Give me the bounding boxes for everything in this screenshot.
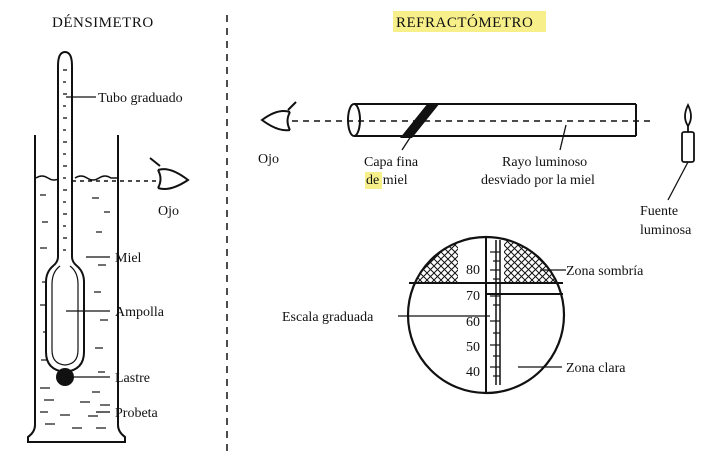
- densimetro-leaders: [66, 96, 110, 413]
- scale-label-50: 50: [466, 340, 480, 355]
- scale-label-80: 80: [466, 263, 480, 278]
- scale-label-70: 70: [466, 289, 480, 304]
- probeta-label: Probeta: [115, 406, 159, 421]
- capa-de-highlight: [365, 172, 382, 189]
- rayo-desviado-label: desviado por la miel: [481, 173, 595, 188]
- scale-backing: [458, 237, 504, 283]
- eye-icon: [260, 101, 297, 132]
- zona-clara-label: Zona clara: [566, 361, 626, 376]
- capa-fina-label: Capa fina: [364, 155, 419, 170]
- eyepiece-view: 80 70 60 50 40: [406, 235, 566, 395]
- scale-label-40: 40: [466, 365, 480, 380]
- miel-label: Miel: [115, 251, 142, 266]
- capa-de-word: de: [366, 173, 379, 188]
- hydrometer-graduations: [63, 69, 67, 251]
- probeta-cylinder: [27, 135, 126, 443]
- eyepiece-leaders: [398, 269, 566, 368]
- honey-surface: [35, 175, 117, 181]
- refractometro-title-highlight: [393, 11, 546, 32]
- hydrometer-inner: [51, 265, 79, 366]
- rayo-luminoso-label: Rayo luminoso: [502, 155, 587, 170]
- refractometro-title: REFRACTÓMETRO: [396, 14, 533, 31]
- honey-layer: [400, 103, 440, 138]
- refractometro-ojo-label: Ojo: [258, 152, 279, 167]
- densimetro-title: DÉNSIMETRO: [52, 14, 154, 31]
- fuente-label: Fuente: [640, 204, 678, 219]
- hydrometer: [45, 50, 85, 374]
- eye-icon: [149, 157, 190, 190]
- refractometro-leaders: [401, 124, 689, 201]
- tubo-graduado-label: Tubo graduado: [98, 91, 183, 106]
- zona-sombria-label: Zona sombría: [566, 264, 644, 279]
- densimetro-ojo-label: Ojo: [158, 204, 179, 219]
- capa-miel-word: miel: [379, 173, 407, 188]
- escala-graduada-label: Escala graduada: [282, 310, 374, 325]
- prism-tube: [347, 103, 637, 137]
- candle-icon: [681, 102, 695, 163]
- lastre-ballast: [56, 368, 74, 386]
- eyepiece-circle: [406, 235, 566, 395]
- capa-de-miel-label: de miel: [366, 173, 408, 188]
- lastre-label: Lastre: [115, 371, 150, 386]
- ampolla-label: Ampolla: [115, 305, 165, 320]
- luminosa-label: luminosa: [640, 223, 692, 238]
- scale-label-60: 60: [466, 315, 480, 330]
- scale-ticks: [490, 251, 500, 377]
